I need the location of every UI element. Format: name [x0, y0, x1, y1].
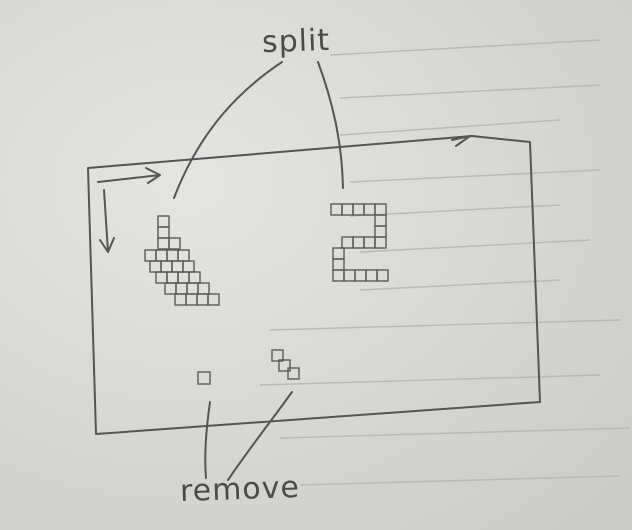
- split-line-right: [317, 61, 344, 189]
- split-line-left: [173, 61, 283, 199]
- remove-line-right: [227, 391, 293, 481]
- frame-border: [87, 135, 541, 435]
- noise-pixel-right: [271, 349, 300, 380]
- left-pixel-cluster: [144, 215, 220, 306]
- right-pixel-cluster: [330, 203, 389, 282]
- remove-label: remove: [179, 469, 301, 510]
- down-arrow: [99, 189, 115, 253]
- right-arrow: [97, 167, 161, 184]
- noise-pixel-left: [197, 371, 211, 385]
- bleed-through-texture: [259, 39, 631, 486]
- remove-line-left: [204, 401, 211, 479]
- split-label: split: [261, 22, 331, 61]
- frame-arrow-head: [451, 135, 471, 147]
